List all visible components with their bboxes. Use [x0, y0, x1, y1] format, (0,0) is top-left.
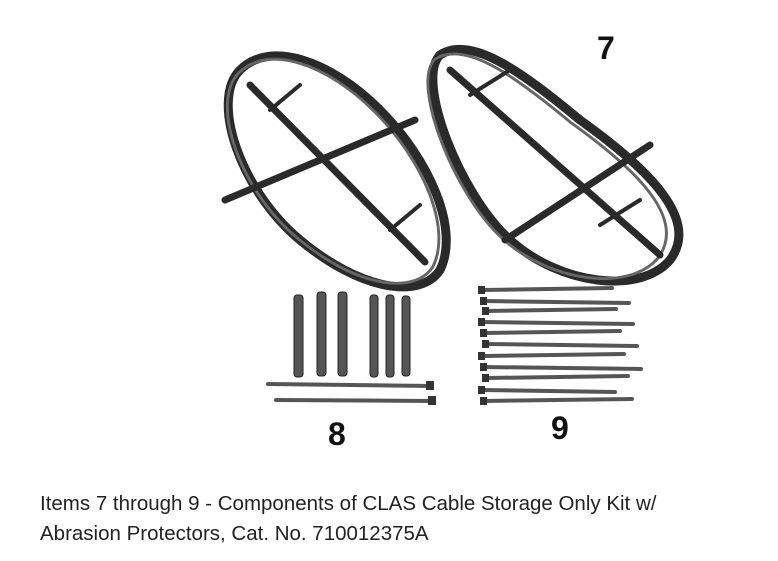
cable-tie — [480, 388, 617, 394]
cable-tie-head — [480, 397, 487, 405]
cable-tie — [482, 365, 643, 371]
cable-tie — [480, 320, 635, 326]
cable-tie — [484, 342, 639, 348]
cable-tie — [484, 374, 630, 380]
cable-tie — [484, 307, 618, 313]
cable-tie — [482, 397, 634, 403]
storage-frame-left — [221, 51, 451, 292]
storage-frame-right — [426, 44, 684, 286]
cable-tie-head — [480, 329, 487, 337]
item-label-9: 9 — [551, 410, 569, 446]
cable-ties-item8 — [266, 381, 436, 405]
item-label-7: 7 — [597, 30, 615, 66]
cable-tie-head — [478, 386, 485, 394]
caption-line-2: Abrasion Protectors, Cat. No. 710012375A — [40, 522, 429, 545]
cable-tie-head — [480, 297, 487, 305]
abrasion-protectors — [293, 291, 411, 378]
cable-tie-head — [478, 286, 485, 294]
cable-tie-head — [478, 352, 485, 360]
cable-tie-head — [482, 340, 489, 348]
item-label-8: 8 — [328, 416, 346, 452]
cable-tie — [482, 299, 631, 305]
cable-tie-head — [482, 307, 489, 315]
cable-tie-head — [478, 318, 485, 326]
caption-line-1: Items 7 through 9 - Components of CLAS C… — [40, 492, 657, 515]
cable-ties-item9 — [478, 286, 643, 405]
cable-tie — [480, 286, 614, 292]
cable-tie — [480, 352, 626, 358]
cable-tie — [482, 329, 622, 335]
product-illustration — [221, 44, 684, 405]
cable-tie-head — [482, 374, 489, 382]
cable-tie-head — [480, 363, 487, 371]
